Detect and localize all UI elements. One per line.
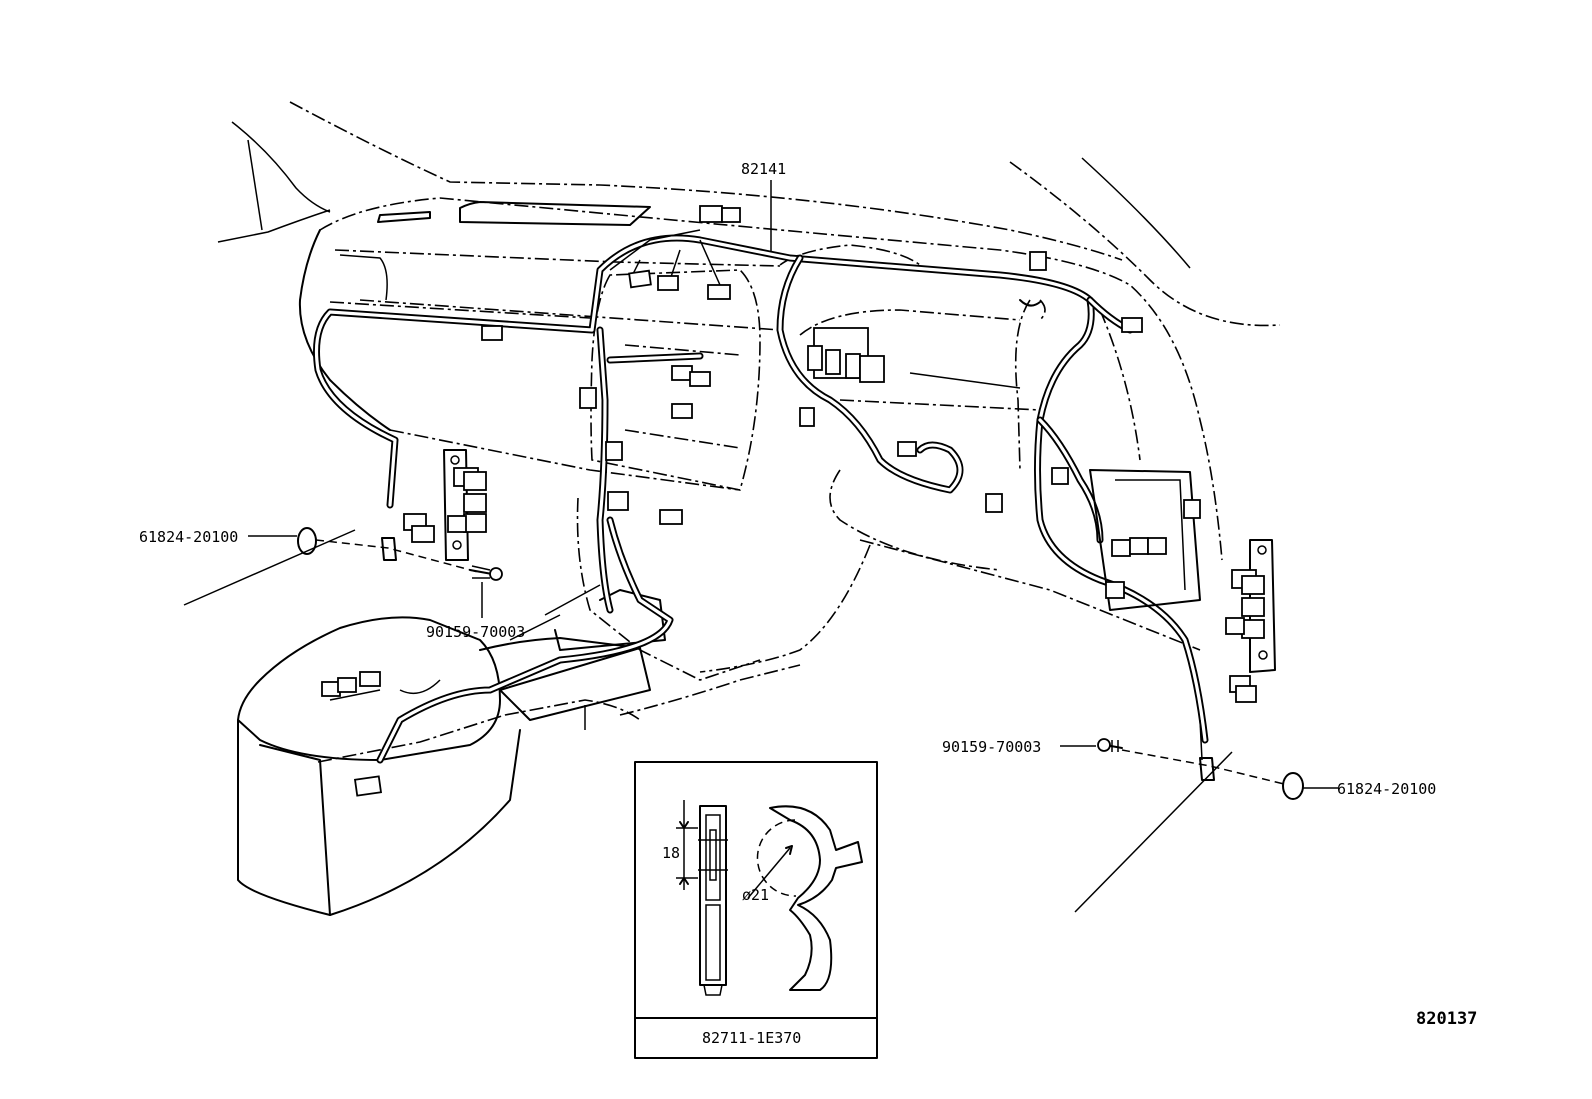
part-labels: 82141 61824-20100 90159-70003 90159-7000… xyxy=(139,160,1477,1047)
clip-side-view xyxy=(747,805,863,991)
center-console xyxy=(237,497,801,916)
right-relay-block xyxy=(1089,469,1276,781)
clip-front-view xyxy=(698,805,728,996)
label-bolt-right[interactable]: 90159-70003 xyxy=(942,738,1041,756)
grommet-left-icon xyxy=(297,527,317,555)
label-harness-main[interactable]: 82141 xyxy=(741,160,786,178)
label-grommet-right[interactable]: 61824-20100 xyxy=(1337,780,1436,798)
wire-harness xyxy=(313,229,1209,764)
instrument-panel-outline xyxy=(298,197,1223,673)
inset-detail xyxy=(634,761,878,1059)
bolt-left-icon xyxy=(469,565,503,581)
label-grommet-left[interactable]: 61824-20100 xyxy=(139,528,238,546)
left-relay-bracket xyxy=(381,449,487,561)
body-outline xyxy=(183,101,1281,913)
label-inset-part[interactable]: 82711-1E370 xyxy=(702,1029,801,1047)
dimension-height xyxy=(676,800,698,890)
grommet-right-icon xyxy=(1282,772,1304,800)
diagram-id: 820137 xyxy=(1416,1009,1477,1029)
label-bolt-left[interactable]: 90159-70003 xyxy=(426,623,525,641)
connectors xyxy=(321,205,1143,797)
fasteners xyxy=(248,527,1338,800)
label-dim-height: 18 xyxy=(662,844,680,862)
label-dim-diameter: ø21 xyxy=(742,886,769,904)
bolt-right-icon xyxy=(1097,738,1123,752)
